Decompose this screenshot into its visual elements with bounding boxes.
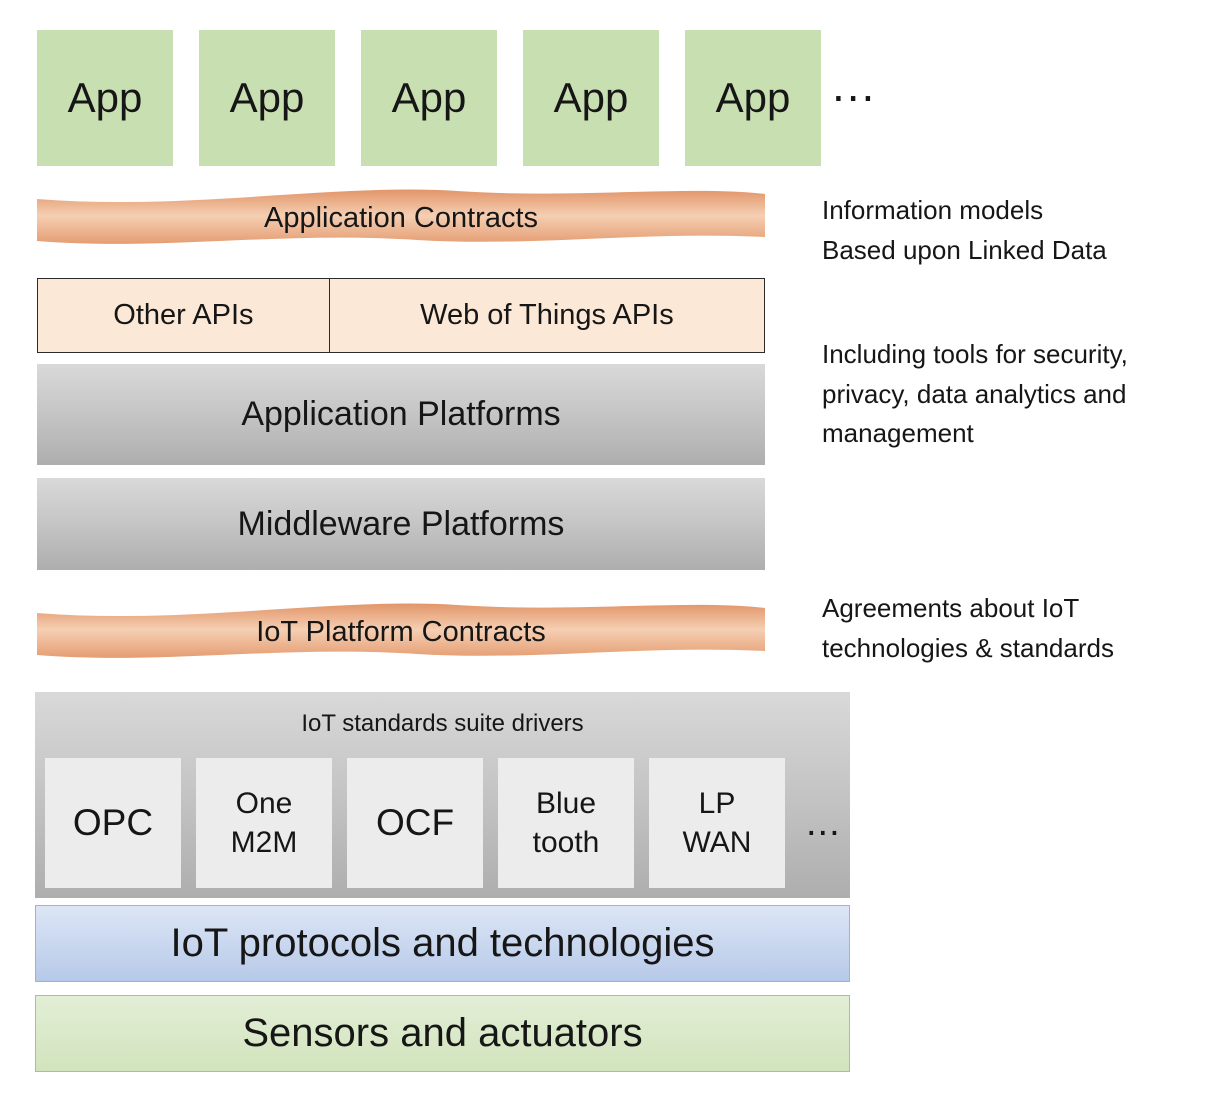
app-box: App <box>361 30 497 166</box>
driver-box-opc: OPC <box>45 758 181 888</box>
application-contracts-label: Application Contracts <box>263 202 539 234</box>
app-box: App <box>37 30 173 166</box>
app-ellipsis: ... <box>832 59 877 111</box>
iot-platform-contracts-label: IoT Platform Contracts <box>256 616 546 648</box>
drivers-box: IoT standards suite drivers OPC One M2M … <box>35 692 850 898</box>
driver-box-lpwan: LP WAN <box>649 758 785 888</box>
web-of-things-apis-box: Web of Things APIs <box>420 299 674 331</box>
application-platforms-box: Application Platforms <box>37 364 765 465</box>
drivers-row: OPC One M2M OCF Blue tooth LP WAN ... <box>45 758 841 888</box>
driver-box-onem2m: One M2M <box>196 758 332 888</box>
annotation-including-tools: Including tools for security, privacy, d… <box>822 339 1128 449</box>
other-apis-box: Other APIs <box>38 279 330 352</box>
app-box: App <box>685 30 821 166</box>
api-row: Other APIs Web of Things APIs <box>37 278 765 353</box>
sensors-actuators-row: Sensors and actuators <box>35 995 850 1072</box>
middleware-platforms-box: Middleware Platforms <box>37 478 765 570</box>
iot-platform-contracts-banner: IoT Platform Contracts <box>37 599 765 666</box>
annotation-information-models: Information models Based upon Linked Dat… <box>822 195 1107 265</box>
driver-box-bluetooth: Blue tooth <box>498 758 634 888</box>
application-contracts-banner: Application Contracts <box>37 185 765 252</box>
wave-shape <box>37 603 765 658</box>
annotation-agreements: Agreements about IoT technologies & stan… <box>822 593 1114 663</box>
app-box: App <box>199 30 335 166</box>
drivers-title: IoT standards suite drivers <box>301 710 584 737</box>
driver-box-ocf: OCF <box>347 758 483 888</box>
drivers-ellipsis: ... <box>806 801 841 844</box>
wave-shape <box>37 189 765 244</box>
app-box: App <box>523 30 659 166</box>
iot-protocols-row: IoT protocols and technologies <box>35 905 850 982</box>
